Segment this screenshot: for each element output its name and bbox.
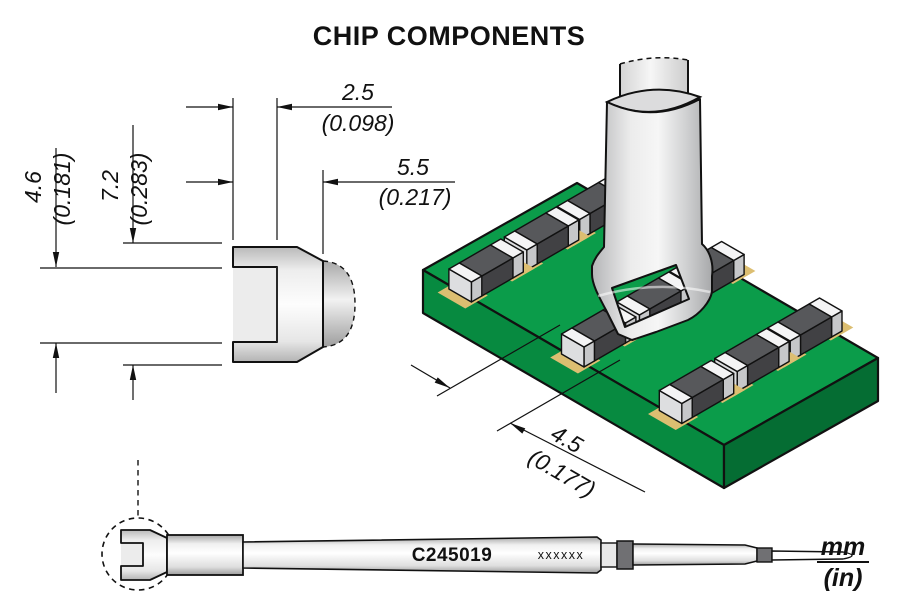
cartridge-band — [756, 547, 773, 563]
dim-in: (0.181) — [49, 153, 75, 226]
units-secondary: (in) — [824, 564, 863, 592]
page-title: CHIP COMPONENTS — [313, 21, 586, 51]
dim-in: (0.177) — [524, 444, 600, 503]
cartridge-model-number: C245019 — [412, 545, 493, 566]
cartridge-contact-pin — [771, 550, 853, 561]
arrowhead — [510, 423, 526, 434]
arrowhead — [129, 365, 137, 380]
tip-fork-outline — [232, 246, 324, 363]
arrowhead — [218, 103, 233, 111]
cartridge-body — [242, 536, 602, 574]
cartridge-collar — [166, 534, 244, 576]
pcb-3d-view: 4.5 (0.177) — [410, 57, 880, 503]
tip-cap — [322, 260, 356, 348]
dim-tip-reach: 5.5 (0.217) — [186, 154, 455, 210]
cartridge-side-view: C245019 xxxxxx — [101, 460, 853, 591]
arrowhead — [277, 103, 292, 111]
cartridge-fork-tip — [120, 529, 168, 581]
arrowhead — [129, 228, 137, 243]
cartridge-marking: xxxxxx — [538, 548, 585, 562]
arrowhead — [52, 343, 60, 358]
tool-body-with-fork-window — [591, 98, 714, 341]
arrowhead — [218, 178, 233, 186]
units-primary: mm — [821, 533, 865, 561]
tip-front-view: 2.5 (0.098) 5.5 (0.217) 4.6 (0.181) — [20, 79, 455, 400]
soldering-tip-3d — [591, 57, 714, 341]
cartridge-tip-slot — [121, 543, 143, 566]
dim-mm: 4.6 — [20, 171, 46, 203]
dim-tip-diameter: 7.2 (0.283) — [97, 125, 152, 400]
dim-in: (0.217) — [379, 184, 452, 210]
tip-front-shape — [232, 246, 356, 363]
dim-mm: 7.2 — [97, 170, 123, 202]
arrowhead — [323, 178, 338, 186]
dim-mm: 2.5 — [341, 79, 374, 105]
extension-line — [436, 324, 561, 397]
pcb-right-face — [722, 356, 880, 490]
arrowhead — [52, 252, 60, 267]
cartridge-step — [600, 542, 618, 568]
dim-in: (0.283) — [126, 153, 152, 226]
extension-line — [496, 359, 621, 432]
dim-slot-depth: 2.5 (0.098) — [186, 79, 394, 136]
cartridge-rear-shaft — [632, 543, 758, 566]
units-legend: mm (in) — [817, 533, 869, 592]
dim-in: (0.098) — [322, 110, 395, 136]
tool-highlight — [597, 285, 711, 298]
cartridge-band — [616, 540, 634, 570]
extension-lines — [40, 98, 324, 366]
arrowhead — [434, 377, 450, 388]
dim-mm: 5.5 — [397, 154, 429, 180]
dim-slot-width: 4.6 (0.181) — [20, 148, 75, 393]
